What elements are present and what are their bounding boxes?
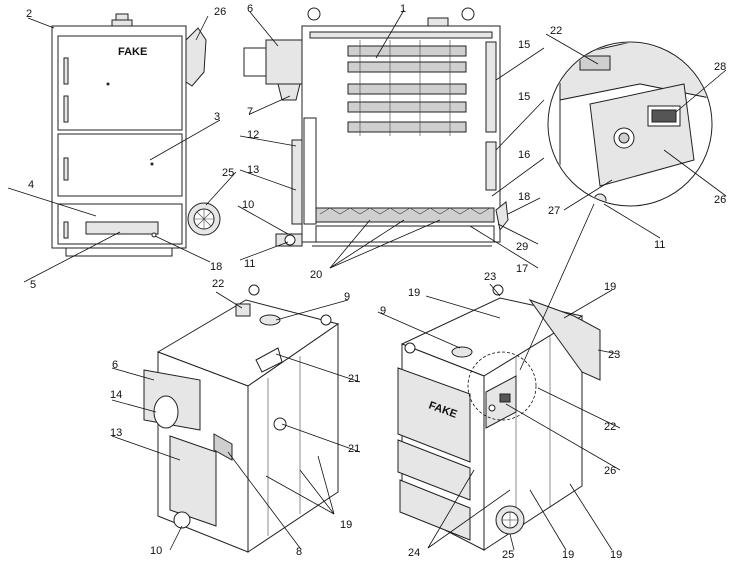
iso-left-side — [247, 323, 339, 553]
callout-15b: 15 — [518, 91, 530, 103]
flue-collar — [265, 39, 303, 85]
top-cover-plate — [579, 55, 611, 71]
iso-view-left — [143, 284, 340, 553]
callout-19e: 19 — [610, 549, 622, 561]
callout-25a: 25 — [222, 167, 234, 179]
callout-12: 12 — [247, 129, 259, 141]
callout-9b: 9 — [380, 305, 386, 317]
callout-2: 2 — [26, 8, 32, 20]
callout-6b: 6 — [112, 359, 118, 371]
insulation-left — [291, 139, 303, 225]
callout-26a: 26 — [214, 6, 226, 18]
flue-outlet-top — [111, 19, 133, 27]
iso-inspection-hatch — [255, 347, 283, 373]
callout-11a: 11 — [244, 258, 255, 270]
callout-8: 8 — [296, 546, 302, 558]
upper-door — [57, 35, 183, 131]
iso-hinge — [213, 433, 233, 461]
iso-right-flue-port — [451, 346, 473, 358]
callout-7: 7 — [247, 106, 253, 118]
iso-right-middle-door — [397, 439, 471, 501]
iso-flue-port — [259, 314, 281, 326]
section-view — [243, 7, 509, 247]
front-base — [65, 247, 173, 257]
callouts: 2 26 3 4 5 25 18 1 6 7 12 13 10 11 15 15… — [7, 3, 727, 561]
iso-right-upper-door — [397, 367, 471, 463]
callout-26c: 26 — [604, 465, 616, 477]
iso-detail-marker — [467, 351, 537, 421]
callout-9a: 9 — [344, 291, 350, 303]
callout-1: 1 — [400, 3, 406, 15]
callout-24: 24 — [408, 547, 420, 559]
callout-21b: 21 — [348, 443, 360, 455]
callout-4: 4 — [28, 179, 34, 191]
detail-leader — [519, 203, 595, 371]
callout-11b: 11 — [654, 239, 665, 251]
lifting-eye-right — [461, 7, 475, 21]
callout-19b: 19 — [408, 287, 420, 299]
heat-exchanger — [347, 40, 467, 136]
callout-19a: 19 — [340, 519, 352, 531]
callout-26b: 26 — [714, 194, 726, 206]
middle-door-section — [485, 141, 497, 191]
callout-25b: 25 — [502, 549, 514, 561]
front-view: FAKE — [51, 13, 221, 257]
callout-13b: 13 — [110, 427, 122, 439]
callout-22c: 22 — [604, 421, 616, 433]
iso-right-flue — [528, 298, 601, 381]
middle-door — [57, 133, 183, 197]
callout-13a: 13 — [247, 164, 259, 176]
callout-18a: 18 — [210, 261, 222, 273]
callout-22b: 22 — [212, 278, 224, 290]
grate-bars — [315, 207, 495, 243]
iso-return-pipe — [173, 511, 191, 529]
callout-21a: 21 — [348, 373, 360, 385]
iso-right-lower-door — [399, 479, 471, 541]
callout-18b: 18 — [518, 191, 530, 203]
callout-22a: 22 — [550, 25, 562, 37]
iso-flue-pipe — [153, 395, 179, 429]
lifting-eye-left — [307, 7, 321, 21]
callout-15a: 15 — [518, 39, 530, 51]
callout-3: 3 — [214, 111, 220, 123]
callout-19c: 19 — [604, 281, 616, 293]
iso-cleaning-hatch — [169, 435, 217, 527]
callout-27: 27 — [548, 205, 560, 217]
upper-door-section — [485, 41, 497, 133]
callout-23a: 23 — [484, 271, 496, 283]
door-handle — [495, 201, 509, 232]
callout-17: 17 — [516, 263, 528, 275]
callout-14: 14 — [110, 389, 122, 401]
callout-28: 28 — [714, 61, 726, 73]
section-flue — [427, 17, 449, 27]
controller-detail — [547, 41, 713, 207]
flue-damper — [277, 83, 301, 101]
callout-20: 20 — [310, 269, 322, 281]
controller-side — [185, 27, 207, 87]
callout-16: 16 — [518, 149, 530, 161]
callout-10b: 10 — [150, 545, 162, 557]
air-damper — [85, 221, 159, 235]
callout-6a: 6 — [247, 3, 253, 15]
iso-cover-plate — [235, 303, 251, 317]
callout-23b: 23 — [608, 349, 620, 361]
callout-5: 5 — [30, 279, 36, 291]
brand-logo: FAKE — [118, 46, 147, 58]
callout-29: 29 — [516, 241, 528, 253]
callout-19d: 19 — [562, 549, 574, 561]
callout-10a: 10 — [242, 199, 254, 211]
